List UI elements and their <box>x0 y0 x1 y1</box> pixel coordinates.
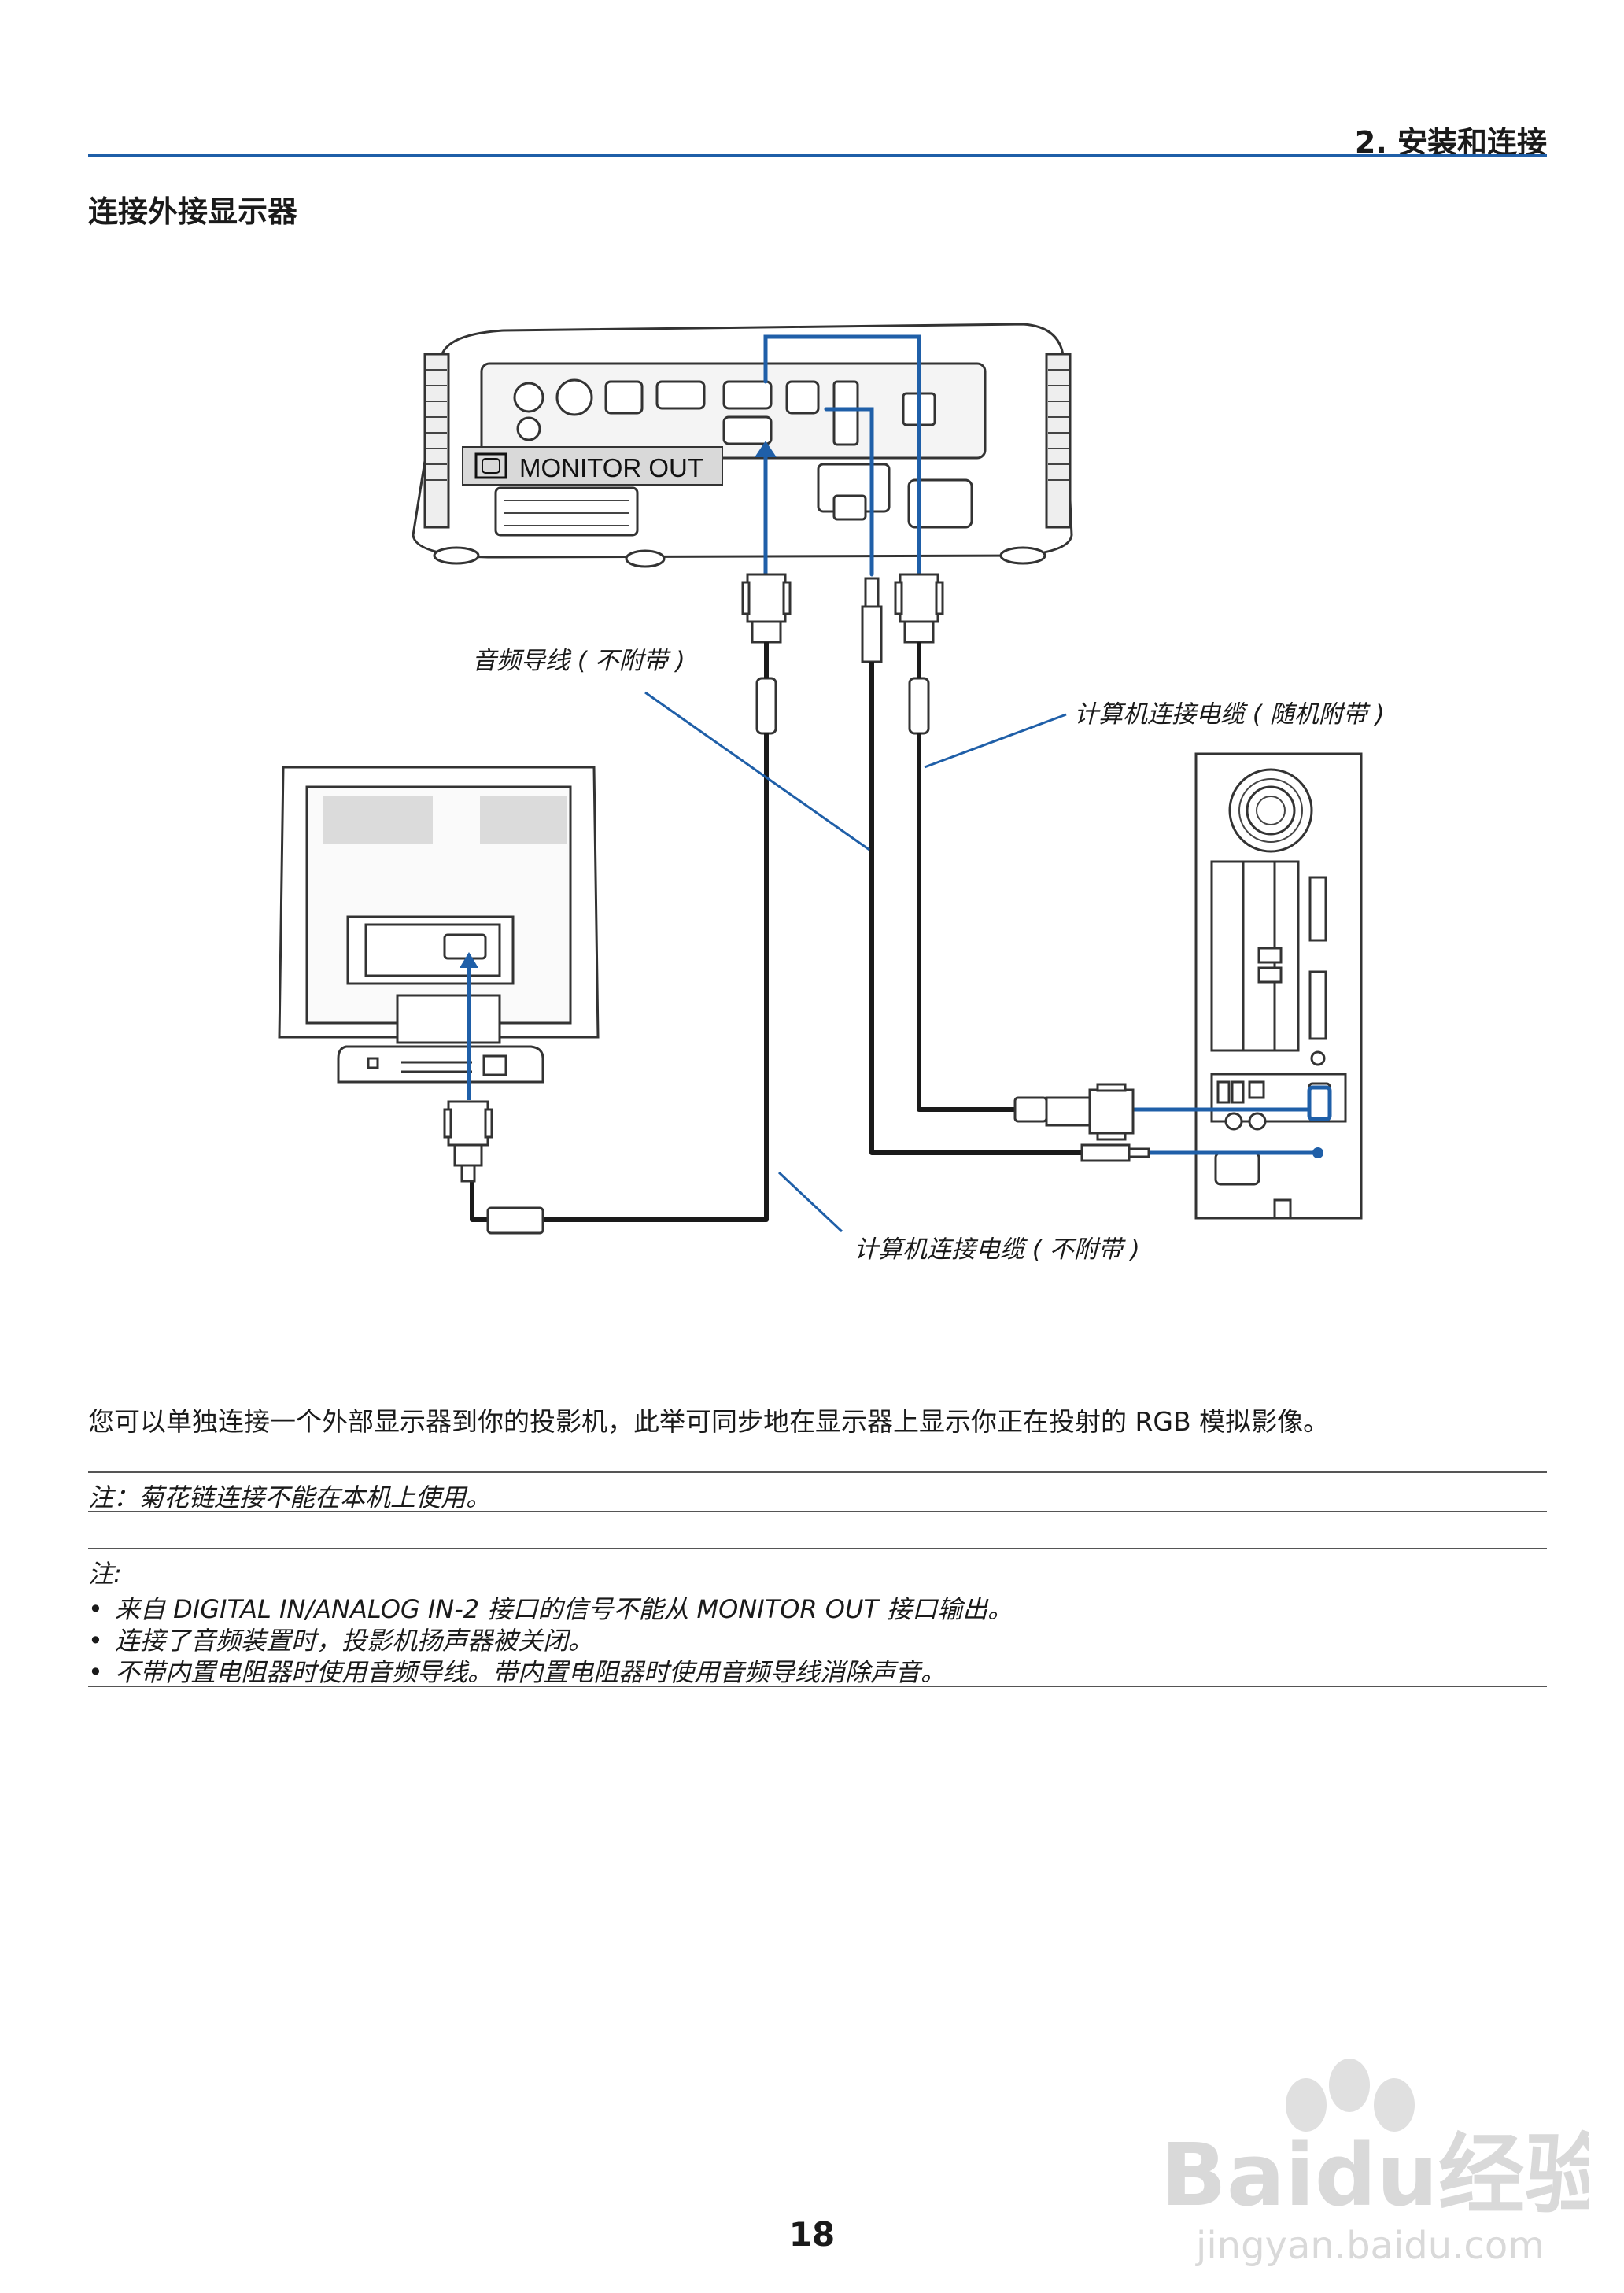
note-heading: 注: <box>88 1559 122 1589</box>
list-item: •连接了音频装置时，投影机扬声器被关闭。 <box>88 1626 594 1656</box>
header-rule <box>88 154 1547 157</box>
note-rule-top <box>88 1471 1547 1473</box>
audio-cable <box>869 662 1082 1155</box>
computer-tower <box>1194 752 1363 1220</box>
note-rule-bottom <box>88 1686 1547 1687</box>
note-daisy-chain: 注：菊花链连接不能在本机上使用。 <box>88 1483 492 1512</box>
note-item-text: 来自 DIGITAL IN/ANALOG IN-2 接口的信号不能从 MONIT… <box>115 1594 1013 1624</box>
baidu-watermark: Baidu经验 jingyan.baidu.com <box>1161 2059 1589 2266</box>
watermark-brand: Baidu经验 <box>1161 2125 1589 2225</box>
projector <box>412 323 1073 568</box>
monitor-cable <box>470 733 769 1222</box>
page-number: 18 <box>788 2215 836 2254</box>
chapter-heading: 2. 安装和连接 <box>1354 125 1547 160</box>
audio-plug <box>861 577 883 663</box>
note-rule-second <box>88 1548 1547 1549</box>
analog-in-link <box>763 334 921 577</box>
section-title: 连接外接显示器 <box>88 194 298 229</box>
note-rule-middle <box>88 1511 1547 1512</box>
audio-in-link <box>824 407 874 577</box>
list-item: •来自 DIGITAL IN/ANALOG IN-2 接口的信号不能从 MONI… <box>88 1594 1013 1624</box>
list-item: •不带内置电阻器时使用音频导线。带内置电阻器时使用音频导线消除声音。 <box>88 1657 947 1687</box>
monitor-out-callout: MONITOR OUT <box>462 446 723 486</box>
computer-vga-plug <box>1045 1083 1135 1141</box>
computer-cable-not-supplied-label: 计算机连接电缆 ( 不附带 ) <box>854 1235 1140 1264</box>
note-item-text: 连接了音频装置时，投影机扬声器被关闭。 <box>115 1626 594 1656</box>
external-monitor <box>278 766 600 1084</box>
connection-diagram: MONITOR OUT 音频导线 ( 不附带 ) 计算机连 <box>278 323 1385 1264</box>
watermark-url: jingyan.baidu.com <box>1195 2224 1545 2266</box>
intro-paragraph: 您可以单独连接一个外部显示器到你的投影机，此举可同步地在显示器上显示你正在投射的… <box>88 1406 1330 1437</box>
audio-cable-label: 音频导线 ( 不附带 ) <box>472 647 685 675</box>
note-item-text: 不带内置电阻器时使用音频导线。带内置电阻器时使用音频导线消除声音。 <box>115 1657 947 1687</box>
monitor-vga-plug <box>443 1100 493 1183</box>
monitor-out-label: MONITOR OUT <box>519 453 703 482</box>
vga-plug-left <box>741 573 792 735</box>
computer-audio-plug <box>1080 1143 1150 1162</box>
computer-cable <box>917 733 1015 1112</box>
computer-cable-supplied-label: 计算机连接电缆 ( 随机附带 ) <box>1074 700 1385 729</box>
